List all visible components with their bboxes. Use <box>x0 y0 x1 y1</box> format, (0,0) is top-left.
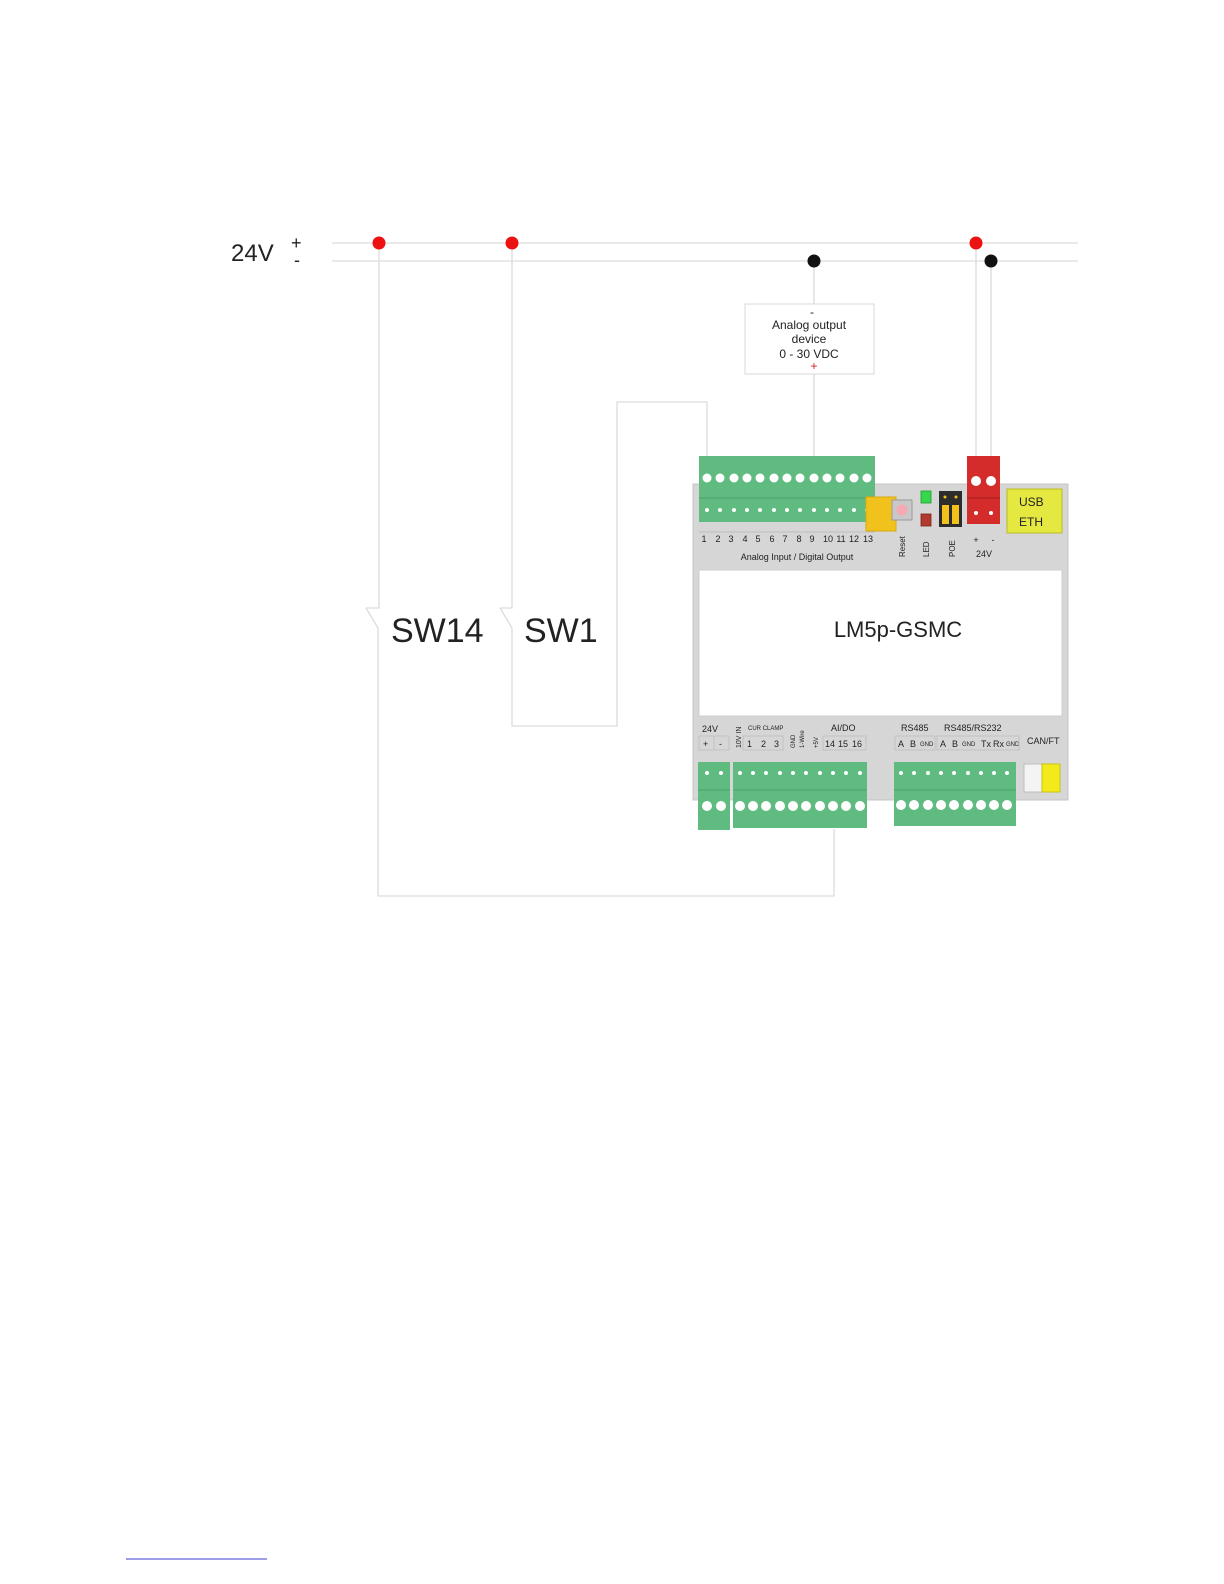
reset-label: Reset <box>898 535 907 557</box>
svg-text:B: B <box>910 739 916 749</box>
bottom-aido-label: AI/DO <box>831 723 856 733</box>
svg-text:GND: GND <box>962 742 976 748</box>
bottom-24v-terminal <box>698 762 730 830</box>
bottom-minus-label: - <box>719 739 722 749</box>
reset-button-dot <box>897 505 908 516</box>
svg-text:7: 7 <box>782 534 787 544</box>
power-plus-label: + <box>973 535 978 545</box>
svg-text:4: 4 <box>742 534 747 544</box>
power-minus-label: - <box>992 535 995 545</box>
canft-connector-yellow <box>1042 764 1060 792</box>
svg-text:14: 14 <box>825 739 835 749</box>
svg-text:1: 1 <box>701 534 706 544</box>
svg-text:B: B <box>952 739 958 749</box>
bottom-10v-in-label: 10V IN <box>736 727 743 748</box>
bottom-gnd-label: GND <box>791 734 797 748</box>
supply-minus-label: - <box>294 250 300 270</box>
poe-jumper-2 <box>952 505 959 524</box>
wire-sw14-upper <box>366 243 379 608</box>
svg-text:Tx: Tx <box>981 739 991 749</box>
svg-text:16: 16 <box>852 739 862 749</box>
led-green <box>921 491 931 503</box>
top-terminal-block <box>699 456 875 522</box>
switch-sw1-label: SW1 <box>524 612 598 650</box>
analog-device-minus: - <box>810 305 814 319</box>
switch-sw14-label: SW14 <box>391 612 484 650</box>
bottom-5v-label: +5V <box>814 737 820 748</box>
bottom-24v-label: 24V <box>702 724 718 734</box>
eth-label: ETH <box>1019 515 1043 529</box>
svg-text:11: 11 <box>836 534 845 544</box>
junctions <box>373 237 998 268</box>
wire-sw1-lower <box>512 402 707 726</box>
sw14-contact <box>366 608 378 628</box>
junction-red-1 <box>373 237 386 250</box>
sw1-contact <box>500 608 512 628</box>
svg-text:A: A <box>940 739 946 749</box>
junction-black-1 <box>808 255 821 268</box>
bottom-canft-label: CAN/FT <box>1027 736 1060 746</box>
svg-text:9: 9 <box>809 534 814 544</box>
poe-jumper-1 <box>942 505 949 524</box>
svg-text:15: 15 <box>838 739 848 749</box>
led-red <box>921 514 931 526</box>
power-terminal-block <box>967 456 1000 524</box>
controller-face <box>699 570 1062 716</box>
svg-text:12: 12 <box>849 534 859 544</box>
junction-black-2 <box>985 255 998 268</box>
junction-red-2 <box>506 237 519 250</box>
svg-text:10: 10 <box>823 534 833 544</box>
canft-connector-white <box>1024 764 1042 792</box>
analog-device-plus: + <box>810 359 817 373</box>
svg-text:A: A <box>898 739 904 749</box>
analog-device-line2: device <box>792 332 827 346</box>
svg-text:13: 13 <box>863 534 873 544</box>
svg-text:3: 3 <box>728 534 733 544</box>
wire-sw1-upper <box>500 243 512 608</box>
bottom-cur-clamp-label: CUR CLAMP <box>748 726 783 732</box>
power-screw-plus <box>971 476 981 486</box>
supply-voltage-label: 24V <box>231 240 274 267</box>
controller-model: LM5p-GSMC <box>834 617 962 642</box>
bottom-plus-label: + <box>703 739 708 749</box>
junction-red-3 <box>970 237 983 250</box>
svg-text:8: 8 <box>796 534 801 544</box>
power-screw-minus <box>986 476 996 486</box>
power-voltage-label: 24V <box>976 549 992 559</box>
svg-text:1: 1 <box>747 739 752 749</box>
top-terminal-caption: Analog Input / Digital Output <box>741 552 854 562</box>
svg-text:3: 3 <box>774 739 779 749</box>
svg-text:2: 2 <box>715 534 720 544</box>
bottom-rs485-label: RS485 <box>901 723 929 733</box>
svg-text:5: 5 <box>755 534 760 544</box>
analog-device-range: 0 - 30 VDC <box>779 347 839 361</box>
svg-text:6: 6 <box>769 534 774 544</box>
bottom-1wire-label: 1-Wire <box>800 730 806 748</box>
analog-device-line1: Analog output <box>772 318 847 332</box>
usb-label: USB <box>1019 495 1044 509</box>
svg-text:GND: GND <box>920 742 934 748</box>
svg-text:Rx: Rx <box>993 739 1004 749</box>
poe-label: POE <box>948 540 957 557</box>
svg-text:GND: GND <box>1006 742 1020 748</box>
bottom-rs485-rs232-label: RS485/RS232 <box>944 723 1002 733</box>
led-label: LED <box>922 541 931 557</box>
svg-text:2: 2 <box>761 739 766 749</box>
